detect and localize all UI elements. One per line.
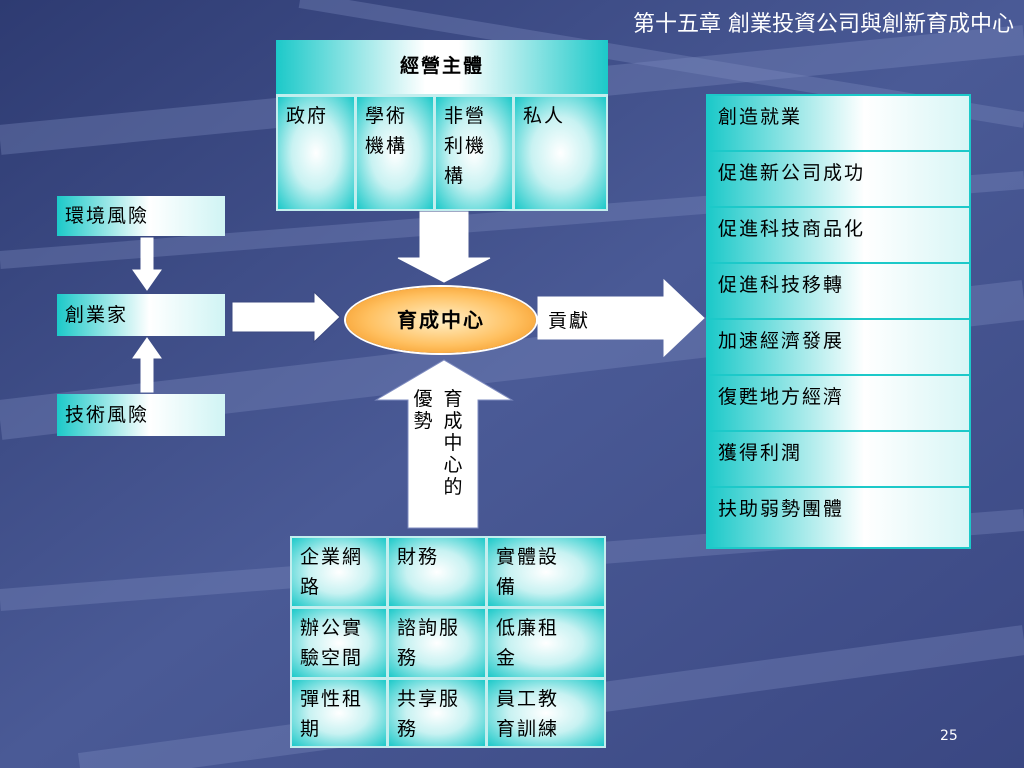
arrow-tech-risk-up (132, 337, 162, 393)
advantage-cell: 共享服 務 (389, 680, 485, 746)
contribution-item: 加速經濟發展 (708, 320, 969, 374)
arrow-entrepreneur-to-center (231, 290, 341, 344)
entrepreneur-box: 創業家 (57, 294, 225, 336)
advantage-cell: 低廉租 金 (488, 609, 604, 677)
advantage-cell: 辦公實 驗空間 (292, 609, 386, 677)
technology-risk-box: 技術風險 (57, 394, 225, 436)
arrow-env-risk-down (132, 237, 162, 291)
contribution-item: 扶助弱勢團體 (708, 488, 969, 547)
contribution-item: 獲得利潤 (708, 432, 969, 486)
operator-academic: 學術 機構 (357, 97, 433, 209)
advantage-label-left: 優 勢 (413, 388, 433, 432)
chapter-title: 第十五章 創業投資公司與創新育成中心 (633, 12, 1014, 37)
contribution-item: 促進新公司成功 (708, 152, 969, 206)
operator-private: 私人 (515, 97, 606, 209)
advantage-cell: 員工教 育訓練 (488, 680, 604, 746)
arrow-operators-to-center (397, 211, 491, 283)
environment-risk-box: 環境風險 (57, 196, 225, 236)
page-number: 25 (940, 728, 958, 744)
operators-header: 經營主體 (276, 40, 608, 94)
contribution-item: 促進科技商品化 (708, 208, 969, 262)
contribution-item: 復甦地方經濟 (708, 376, 969, 430)
incubator-center-oval: 育成中心 (346, 287, 536, 353)
operator-nonprofit: 非營 利機 構 (436, 97, 512, 209)
advantage-cell: 財務 (389, 538, 485, 606)
contribution-item: 促進科技移轉 (708, 264, 969, 318)
operator-government: 政府 (278, 97, 354, 209)
advantage-label-right: 育 成 中 心 的 (443, 388, 463, 498)
contribution-item: 創造就業 (708, 96, 969, 150)
contribution-label: 貢獻 (548, 310, 591, 332)
arrow-center-to-contributions (537, 278, 705, 358)
advantage-cell: 企業網 路 (292, 538, 386, 606)
arrow-advantages-to-center (374, 359, 514, 529)
advantage-cell: 彈性租 期 (292, 680, 386, 746)
advantage-cell: 實體設 備 (488, 538, 604, 606)
advantage-cell: 諮詢服 務 (389, 609, 485, 677)
